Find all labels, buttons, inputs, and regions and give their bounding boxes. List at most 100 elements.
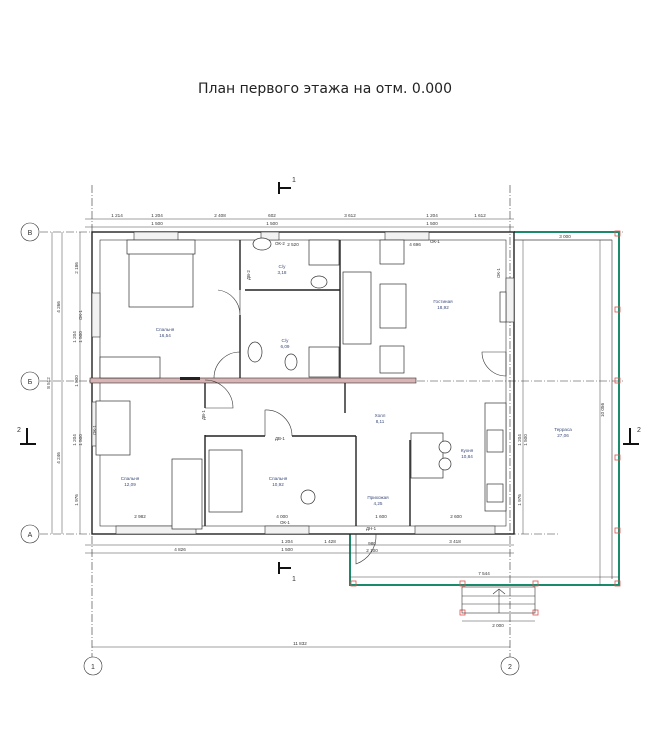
dimension-label: 4 826 [174,547,186,552]
coffee-table-icon [379,283,407,329]
dimension-label: 1 800 [74,375,79,387]
dimension-label: 1 976 [74,494,79,506]
axis-marker-1 [83,656,103,676]
furniture [95,237,507,530]
door-mark: ДН-1 [366,526,377,531]
dimension-label: 1 500 [523,434,528,446]
room-area: 4,25 [374,501,383,506]
radiator-icon [180,377,200,380]
dimension-label: 4 000 [276,514,288,519]
window-mark: ОК-1 [280,520,290,525]
dimension-label: 1 500 [151,221,163,226]
section-1-bottom: 1 [292,576,296,583]
dimension-label: 1 204 [72,434,77,446]
dimension-label: 11 832 [293,641,307,646]
single-bed-icon [95,400,131,456]
room-area: 10,92 [272,482,284,487]
sofa-icon [342,271,372,345]
dimension-label: 1 428 [324,539,336,544]
washbasin-icon [247,341,263,363]
shower-icon [308,346,340,378]
room-name: Гостиная [433,299,453,304]
dimension-label: 1 214 [111,213,123,218]
stool-icon [438,457,452,471]
door-mark: ДВ-2 [246,270,251,280]
plan-title: План первого этажа на отм. 0.000 [198,81,452,97]
dimension-label: 1 500 [426,221,438,226]
room-name: Прихожая [367,495,389,500]
armchair-icon [379,345,405,374]
interior-walls [204,240,411,526]
toilet-icon [284,353,298,371]
dimension-label: 3 418 [449,539,461,544]
dimension-label: 1 204 [426,213,438,218]
dimension-label: 1 976 [517,494,522,506]
single-bed-icon [208,449,243,513]
axis-marker-v [20,222,40,242]
room-name: Спальня [121,476,140,481]
door-mark: ДВ-1 [201,410,206,420]
dimension-label: 1 600 [375,514,387,519]
section-2-left: 2 [17,427,21,434]
room-area: 18,92 [437,305,449,310]
dimension-label: 1 204 [151,213,163,218]
dimension-label: 1 204 [72,331,77,343]
room-area: 27,06 [557,433,569,438]
axis-label-1: 1 [91,664,95,671]
chair-icon [300,489,316,505]
window-mark: ОК-1 [496,268,501,278]
stool-icon [438,440,452,454]
dimension-lines [51,218,619,648]
door-mark: ДВ-1 [275,436,285,441]
double-bed-icon [128,250,194,308]
room-name: Спальня [269,476,288,481]
section-marks: 1 1 2 2 [17,177,641,583]
room-name: С/у [282,338,290,343]
dimension-label: 1 500 [281,547,293,552]
room-name: Холл [375,413,386,418]
dimension-label: 3 000 [559,234,571,239]
terrace-stairs [461,586,536,614]
dimension-label: 1 204 [517,434,522,446]
dimension-label: 980 [368,541,376,546]
window-mark: ОК-1 [430,239,440,244]
room-area: 10,84 [461,454,473,459]
axis-label-2: 2 [508,664,512,671]
armchair-icon [379,239,405,265]
axis-label-v: В [28,230,33,237]
window-mark: ОК-1 [92,425,97,435]
room-name: Кухня [461,448,474,453]
window-mark: ОК-2 [275,241,285,246]
dimension-label: 4 266 [56,301,61,313]
dimension-label: 4 246 [56,452,61,464]
axis-label-b: Б [28,379,33,386]
sink-icon [486,429,504,453]
room-area: 6,09 [281,344,290,349]
axis-marker-b [20,371,40,391]
wardrobe-icon [99,356,161,379]
room-area: 16,54 [159,333,171,338]
washbasin-icon [252,237,272,251]
dimension-label: 2 408 [214,213,226,218]
single-bed-icon [171,458,203,530]
dimension-label: 2 000 [492,623,504,628]
room-name: Терраса [554,427,572,432]
room-name: Спальня [156,327,175,332]
axis-marker-a [20,524,40,544]
dimension-label: 1 500 [266,221,278,226]
dimension-label: 7 544 [478,571,490,576]
dimension-label: 2 186 [74,262,79,274]
window-mark: ОК-1 [78,310,83,320]
dimension-label: 8 512 [46,377,51,389]
dimension-label: 1 500 [78,434,83,446]
dimension-label: 1 500 [78,331,83,343]
dimension-label: 3 612 [344,213,356,218]
room-area: 3,18 [278,270,287,275]
dimension-label: 4 696 [409,242,421,247]
doors [204,289,507,565]
dimension-label: 2 520 [287,242,299,247]
axis-marker-2 [500,656,520,676]
dimension-label: 2 982 [134,514,146,519]
